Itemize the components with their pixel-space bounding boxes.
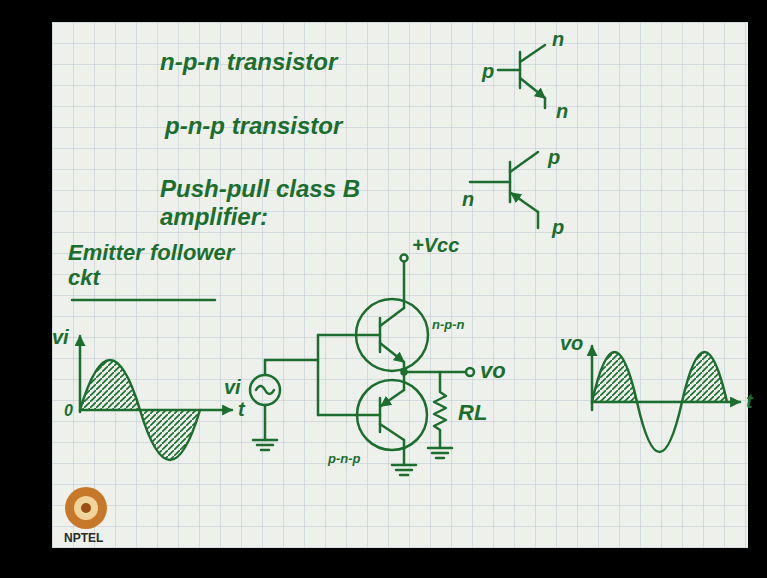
npn-symbol [498, 69, 520, 72]
axis-label: t [746, 390, 753, 413]
signal-name: vo [480, 358, 506, 383]
axis-origin: 0 [64, 402, 73, 420]
npn-symbol [520, 78, 545, 98]
push-pull-circuit [380, 424, 404, 440]
push-pull-circuit [434, 372, 446, 448]
input-waveform [80, 360, 200, 460]
push-pull-circuit [317, 335, 320, 415]
axis-label: t [238, 398, 245, 421]
push-pull-circuit [318, 334, 380, 337]
paper-sheet [52, 22, 748, 548]
section-heading: Push-pull class B amplifier: [160, 175, 430, 230]
push-pull-circuit [261, 449, 269, 452]
nptel-logo [65, 487, 107, 529]
terminal-label: p [548, 146, 560, 169]
input-waveform [80, 336, 232, 460]
watermark: NPTEL [64, 532, 103, 546]
heading-text: n-p-n transistor [160, 48, 337, 76]
push-pull-circuit [400, 474, 408, 477]
npn-symbol [544, 98, 547, 108]
nptel-logo [74, 496, 98, 520]
push-pull-circuit [264, 360, 267, 375]
pnp-symbol [470, 181, 510, 184]
push-pull-circuit [318, 414, 380, 417]
output-waveform [592, 346, 740, 452]
npn-symbol [520, 45, 545, 62]
output-waveform [592, 352, 727, 452]
title-underline [72, 299, 215, 302]
paper-sheet [52, 22, 748, 548]
push-pull-circuit [396, 469, 412, 472]
push-pull-circuit [403, 262, 406, 308]
paper-sheet [52, 22, 748, 548]
pnp-symbol [470, 152, 538, 228]
pnp-symbol [511, 193, 538, 212]
push-pull-circuit [432, 452, 448, 455]
signal-name: vi [224, 376, 241, 399]
push-pull-circuit [380, 308, 404, 326]
nptel-logo [81, 503, 91, 513]
nptel-logo [65, 487, 107, 529]
push-pull-circuit [392, 464, 416, 467]
terminal-label: p [482, 60, 494, 83]
terminal-label: n [556, 100, 568, 123]
push-pull-circuit [250, 255, 474, 476]
push-pull-circuit [250, 375, 280, 405]
pnp-symbol [537, 212, 540, 228]
push-pull-circuit [466, 368, 474, 376]
push-pull-circuit [428, 447, 452, 450]
push-pull-circuit [257, 444, 273, 447]
push-pull-circuit [381, 390, 404, 406]
push-pull-circuit [404, 371, 466, 374]
push-pull-circuit [403, 440, 406, 465]
supply-label: +Vcc [412, 234, 459, 257]
pnp-symbol [509, 162, 512, 202]
transistor-type: p-n-p [328, 452, 360, 467]
push-pull-circuit [256, 386, 274, 394]
push-pull-circuit [264, 405, 267, 440]
component-label: RL [458, 400, 487, 425]
circuit-title: Emitter follower ckt [68, 240, 238, 291]
terminal-label: n [462, 188, 474, 211]
push-pull-circuit [401, 255, 408, 262]
axis-label: vi [52, 326, 69, 349]
npn-symbol [519, 52, 522, 88]
heading-text: p-n-p transistor [165, 112, 342, 140]
push-pull-circuit [436, 457, 444, 460]
terminal-label: p [552, 216, 564, 239]
npn-symbol [498, 45, 545, 108]
pnp-symbol [510, 152, 538, 172]
axis-label: vo [560, 332, 583, 355]
push-pull-circuit [253, 439, 277, 442]
push-pull-circuit [265, 359, 318, 362]
input-waveform [79, 336, 82, 412]
transistor-type: n-p-n [432, 318, 464, 333]
push-pull-circuit [380, 343, 404, 362]
title-underline [72, 299, 215, 302]
terminal-label: n [552, 28, 564, 51]
